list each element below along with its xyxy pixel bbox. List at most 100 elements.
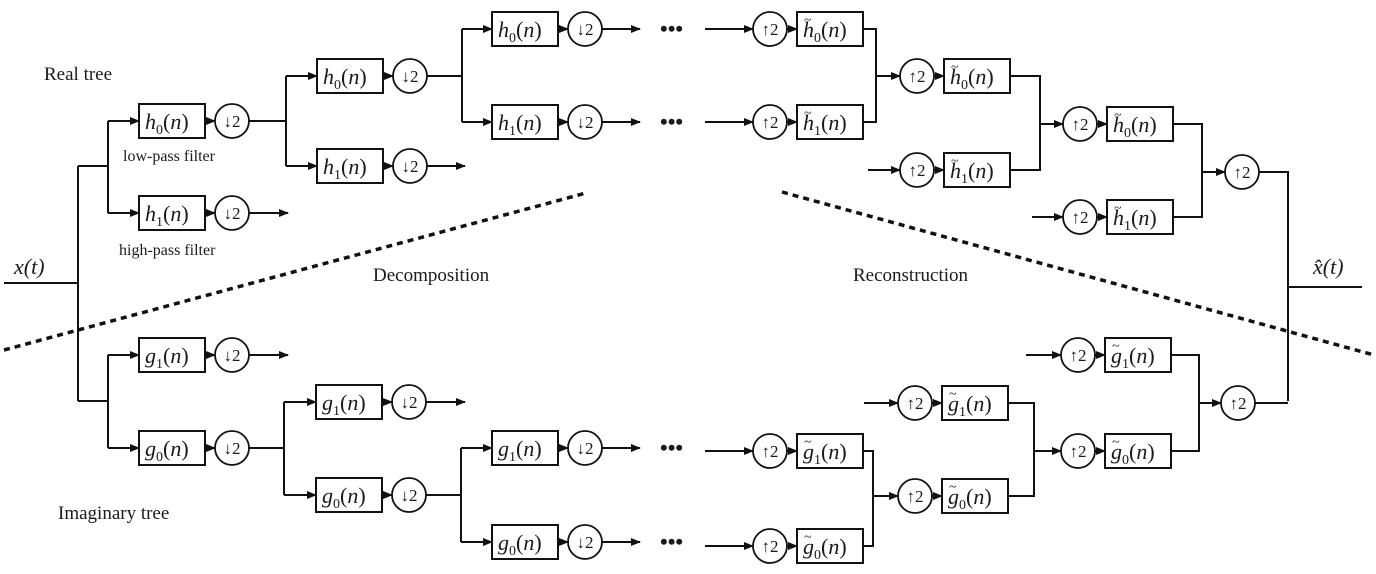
downsample-symbol: ↓2 <box>401 393 418 412</box>
upsample-node: ↑2 <box>899 58 935 94</box>
separator-right <box>781 190 1375 357</box>
filter-box <box>138 337 206 373</box>
upsample-node: ↑2 <box>1060 337 1096 373</box>
downsample-symbol: ↓2 <box>577 439 594 458</box>
filter-box <box>491 430 559 466</box>
upsample-symbol: ↑2 <box>762 442 779 461</box>
filter-block-g1-l3: g1(n) <box>491 430 559 466</box>
upsample-node: ↑2 <box>899 152 935 188</box>
downsample-symbol: ↓2 <box>224 346 241 365</box>
decomposition-label: Decomposition <box>373 265 490 286</box>
downsample-symbol: ↓2 <box>224 439 241 458</box>
downsample-node: ↓2 <box>567 104 603 140</box>
filter-label: g0(n) <box>948 484 992 513</box>
filter-box <box>491 524 559 560</box>
filter-label: h1(n) <box>323 154 367 183</box>
filter-box <box>796 433 864 469</box>
imaginary-tree-label: Imaginary tree <box>58 503 169 524</box>
tilde-mark: ~ <box>951 154 959 169</box>
filter-block-g0-l2: g0(n) <box>315 477 383 513</box>
upsample-symbol: ↑2 <box>762 537 779 556</box>
upsample-symbol: ↑2 <box>1072 115 1089 134</box>
filter-block-th1-l3: h1(n)~ <box>796 104 864 140</box>
filter-block-th0-l1: h0(n)~ <box>1106 106 1174 142</box>
filter-box <box>943 58 1011 94</box>
filter-label: h0(n) <box>950 64 994 93</box>
upsample-symbol: ↑2 <box>762 20 779 39</box>
ellipsis: ••• <box>660 529 683 554</box>
filter-label: g1(n) <box>322 390 366 419</box>
filter-label: g0(n) <box>145 436 189 465</box>
upsample-symbol: ↑2 <box>909 161 926 180</box>
filter-label: g1(n) <box>948 391 992 420</box>
sampler-circle <box>391 384 427 420</box>
merge-wire <box>863 28 877 123</box>
sampler-circle <box>1060 337 1096 373</box>
filter-box <box>491 11 559 47</box>
filter-label: h0(n) <box>803 17 847 46</box>
sampler-circle <box>214 103 250 139</box>
filter-label: g0(n) <box>803 534 847 563</box>
filter-box <box>315 384 383 420</box>
downsample-symbol: ↓2 <box>224 204 241 223</box>
upsample-node: ↑2 <box>752 528 788 564</box>
filter-block-th0-l3: h0(n)~ <box>796 11 864 47</box>
filter-block-g1-l1: g1(n) <box>138 337 206 373</box>
filter-block-h0-l3: h0(n) <box>491 11 559 47</box>
sampler-circle <box>899 152 935 188</box>
upsample-symbol: ↑2 <box>762 113 779 132</box>
reconstruction-label: Reconstruction <box>853 265 969 286</box>
tilde-mark: ~ <box>804 435 812 450</box>
downsample-symbol: ↓2 <box>402 67 419 86</box>
filter-block-th0-l2: h0(n)~ <box>943 58 1011 94</box>
filter-block-tg0-l3: g0(n)~ <box>796 528 864 564</box>
tilde-mark: ~ <box>1112 435 1120 450</box>
merge-wire <box>863 450 874 547</box>
filter-block-h1-l1: h1(n) <box>138 195 206 231</box>
tilde-mark: ~ <box>951 60 959 75</box>
filter-box <box>138 195 206 231</box>
filter-block-tg0-l2: g0(n)~ <box>941 478 1009 514</box>
filter-block-tg1-l2: g1(n)~ <box>941 385 1009 421</box>
output-signal-label: x̂(t) <box>1312 254 1344 279</box>
filter-label: h0(n) <box>1113 112 1157 141</box>
sampler-circle <box>392 58 428 94</box>
filter-label: g1(n) <box>1111 343 1155 372</box>
upsample-symbol: ↑2 <box>1230 394 1247 413</box>
filter-box <box>316 148 384 184</box>
filter-block-h0-l2: h0(n) <box>316 58 384 94</box>
filter-block-th1-l2: h1(n)~ <box>943 152 1011 188</box>
downsample-node: ↓2 <box>391 477 427 513</box>
filter-label: g0(n) <box>322 483 366 512</box>
upsample-symbol: ↑2 <box>1070 442 1087 461</box>
upsample-node: ↑2 <box>1224 154 1260 190</box>
sampler-circle <box>567 104 603 140</box>
merge-wire <box>1010 75 1041 171</box>
sampler-circle <box>1062 106 1098 142</box>
sampler-circle <box>897 478 933 514</box>
filter-block-th1-l1: h1(n)~ <box>1106 199 1174 235</box>
upsample-symbol: ↑2 <box>1072 208 1089 227</box>
filter-label: h0(n) <box>498 17 542 46</box>
filter-box <box>1104 433 1172 469</box>
ellipsis: ••• <box>660 16 683 41</box>
tilde-mark: ~ <box>1114 108 1122 123</box>
filter-label: h0(n) <box>145 109 189 138</box>
wires <box>4 25 1362 550</box>
sampler-circle <box>1220 385 1256 421</box>
filter-block-tg1-l1: g1(n)~ <box>1104 337 1172 373</box>
filter-block-g1-l2: g1(n) <box>315 384 383 420</box>
wire <box>1259 171 1289 401</box>
upsample-node: ↑2 <box>897 385 933 421</box>
upsample-node: ↑2 <box>752 104 788 140</box>
filter-label: h0(n) <box>323 64 367 93</box>
downsample-node: ↓2 <box>214 195 250 231</box>
sampler-circle <box>1062 199 1098 235</box>
filter-block-h0-l1: h0(n) <box>138 103 206 139</box>
ellipsis: ••• <box>660 109 683 134</box>
filter-label: h1(n) <box>498 110 542 139</box>
filter-box <box>941 478 1009 514</box>
sampler-circle <box>899 58 935 94</box>
filter-block-tg0-l1: g0(n)~ <box>1104 433 1172 469</box>
